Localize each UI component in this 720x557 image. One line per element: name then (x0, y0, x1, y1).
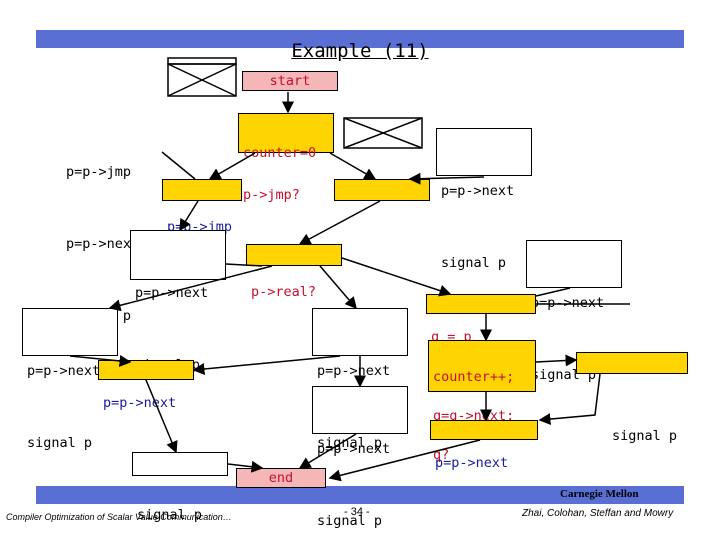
text-line: signal p (612, 428, 678, 444)
text-line: counter++; (433, 369, 515, 385)
text-line: signal p (137, 507, 203, 523)
header-band (36, 30, 684, 48)
text-line: signal p (441, 255, 507, 271)
flow-box-far-left: p=p->next signal p (22, 308, 118, 451)
start-node: start (242, 71, 338, 91)
text-line: signal p (531, 367, 597, 383)
crossed-box (343, 117, 423, 149)
text-line: p=p->next (66, 236, 140, 252)
start-label: start (269, 73, 311, 89)
text-line: p->jmp? (243, 187, 300, 203)
text-line: q=q->next; (433, 408, 515, 424)
end-node: end (236, 468, 326, 488)
end-label: end (268, 470, 294, 486)
text-line: p=p->next (27, 363, 101, 379)
text-line: p=p->next (441, 183, 515, 199)
flow-box-right-mid: p=p->next signal p (526, 240, 622, 383)
flow-box-right-top: p=p->next signal p (436, 128, 532, 271)
flow-box-bottom-left: signal p (132, 452, 228, 523)
text-line: q = p (431, 329, 472, 345)
right-bar (334, 179, 430, 201)
text-line: signal p (317, 513, 383, 529)
footer-authors: Zhai, Colohan, Steffan and Mowry (522, 508, 674, 519)
flow-box-center-lower: p=p->next signal p (312, 386, 408, 529)
text-line: p=p->next (435, 455, 509, 471)
flow-connectors (69, 57, 630, 482)
text-line: counter=0 (243, 145, 317, 161)
brand-label: Carnegie Mellon (560, 488, 639, 500)
page-number: - 34 - (344, 506, 370, 518)
footer-band (36, 486, 684, 504)
text-line: signal p (27, 435, 93, 451)
text-line: p=p->next (317, 441, 391, 457)
counter-condition: counter=0 p->jmp? (238, 113, 334, 202)
text-line: p=p->next (317, 363, 391, 379)
flow-box-center: p=p->next signal p (312, 308, 408, 451)
q-assign: q = p (426, 294, 536, 345)
flow-box-mid-left: p=p->next signal p (130, 230, 226, 373)
text-line: p=p->jmp (66, 164, 132, 180)
footer-left: Compiler Optimization of Scalar Value Co… (6, 512, 232, 522)
slide-title: Example (11) (291, 40, 429, 62)
text-line: p=p->next (531, 295, 605, 311)
text-line: p->real? (251, 284, 317, 300)
real-condition: p->real? (246, 244, 342, 300)
